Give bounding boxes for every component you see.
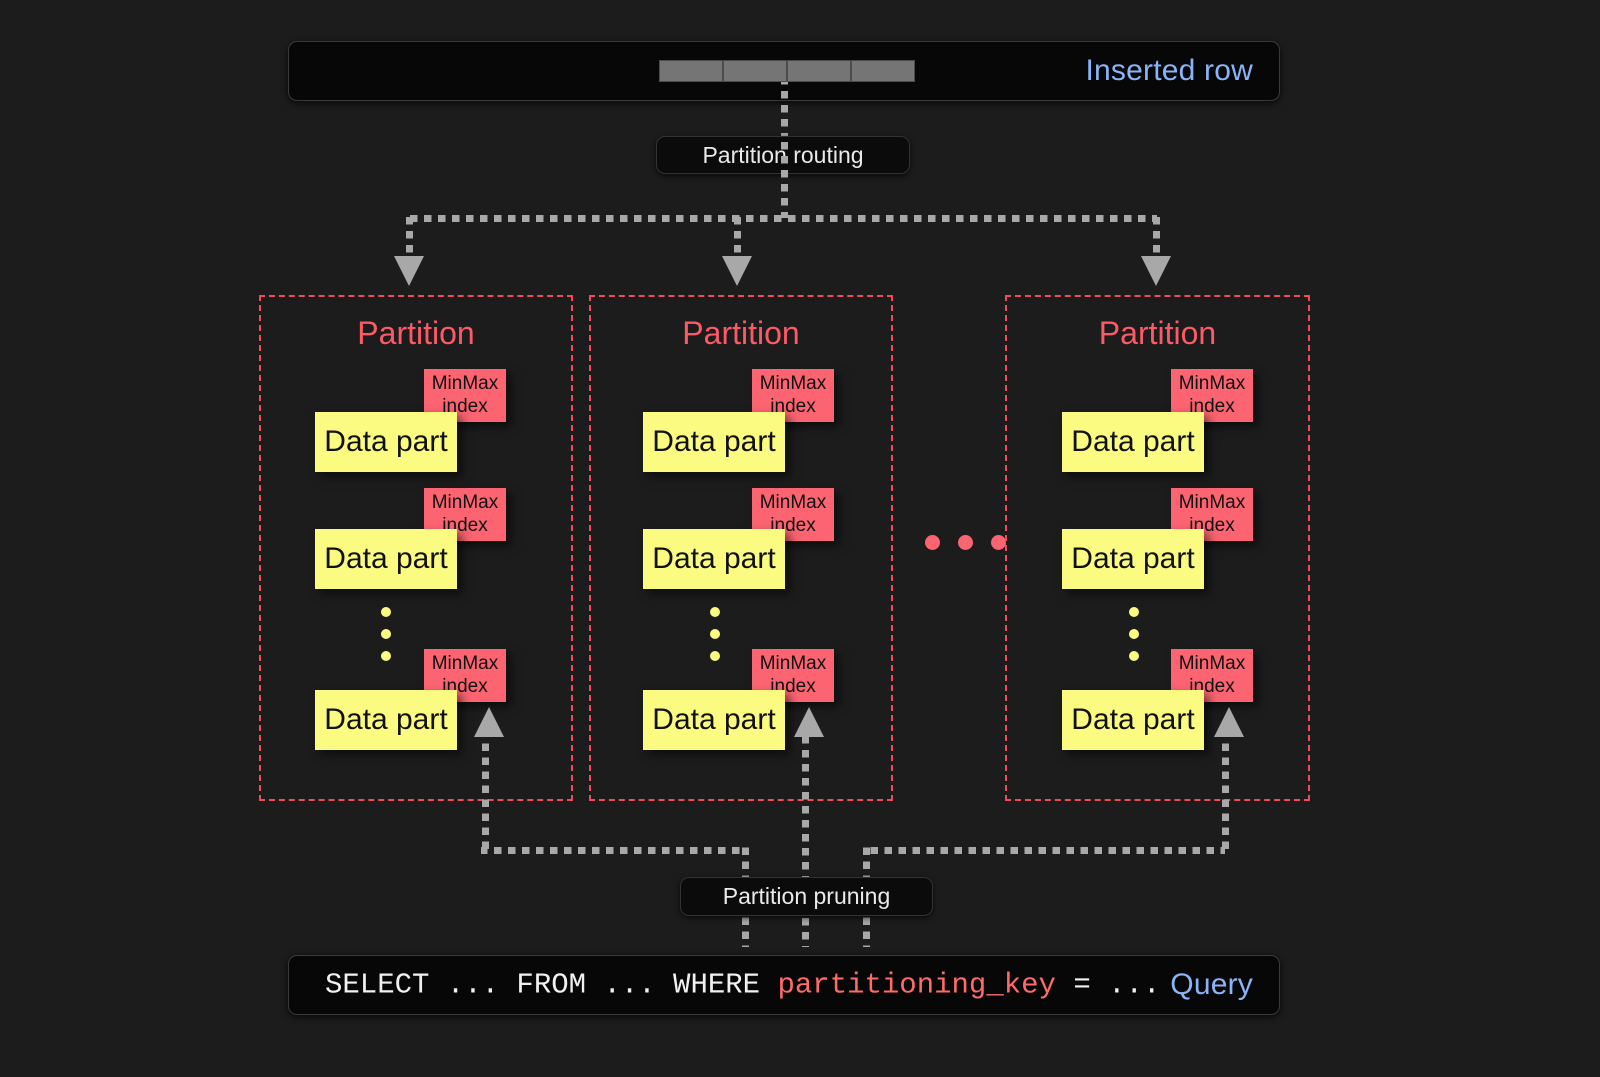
- data-part-label: Data part: [652, 703, 776, 736]
- minmax-line-1: MinMax: [1178, 373, 1246, 395]
- partition-pruning-box: Partition pruning: [680, 877, 933, 916]
- data-part-label: Data part: [1071, 425, 1195, 458]
- minmax-index-p2-r2: MinMax index: [752, 488, 834, 541]
- vertical-ellipsis-p2: [710, 607, 720, 661]
- minmax-line-1: MinMax: [759, 653, 827, 675]
- connector-pruning-bus-right: [866, 846, 1225, 854]
- horizontal-ellipsis: [925, 535, 1006, 550]
- data-part-p2-r1: Data part: [643, 412, 785, 472]
- ellipsis-dot: [1129, 629, 1139, 639]
- minmax-line-1: MinMax: [431, 373, 499, 395]
- partition-1-title: Partition: [357, 315, 475, 351]
- data-part-p3-r1: Data part: [1062, 412, 1204, 472]
- minmax-index-p1-r1: MinMax index: [424, 369, 506, 422]
- vertical-ellipsis-p3: [1129, 607, 1139, 661]
- minmax-line-1: MinMax: [431, 653, 499, 675]
- ellipsis-dot: [381, 651, 391, 661]
- data-part-label: Data part: [1071, 542, 1195, 575]
- data-part-label: Data part: [324, 542, 448, 575]
- inserted-row-label: Inserted row: [1085, 54, 1253, 87]
- partition-2-title: Partition: [682, 315, 800, 351]
- data-part-p3-r3: Data part: [1062, 690, 1204, 750]
- connector-bus-to-partition-1: [405, 214, 413, 262]
- partition-3: Partition: [1005, 295, 1310, 801]
- connector-insert-to-routing: [780, 82, 788, 142]
- data-part-p2-r2: Data part: [643, 529, 785, 589]
- query-text: SELECT ... FROM ... WHERE partitioning_k…: [325, 969, 1160, 1002]
- ellipsis-dot: [991, 535, 1006, 550]
- data-part-label: Data part: [652, 542, 776, 575]
- inserted-row-cells: [659, 60, 915, 82]
- data-part-label: Data part: [652, 425, 776, 458]
- data-part-label: Data part: [324, 425, 448, 458]
- ellipsis-dot: [710, 629, 720, 639]
- ellipsis-dot: [958, 535, 973, 550]
- data-part-p1-r1: Data part: [315, 412, 457, 472]
- arrow-down-partition-2: [722, 256, 752, 286]
- arrow-down-partition-3: [1141, 256, 1171, 286]
- row-cell: [659, 60, 723, 82]
- partition-pruning-label: Partition pruning: [722, 883, 891, 909]
- arrow-down-partition-1: [394, 256, 424, 286]
- data-part-p1-r2: Data part: [315, 529, 457, 589]
- data-part-p2-r3: Data part: [643, 690, 785, 750]
- minmax-line-2: index: [442, 395, 488, 417]
- minmax-line-2: index: [770, 395, 816, 417]
- query-bar: SELECT ... FROM ... WHERE partitioning_k…: [288, 955, 1280, 1015]
- minmax-line-1: MinMax: [431, 492, 499, 514]
- row-cell: [723, 60, 787, 82]
- vertical-ellipsis-p1: [381, 607, 391, 661]
- ellipsis-dot: [381, 629, 391, 639]
- data-part-label: Data part: [324, 703, 448, 736]
- minmax-line-1: MinMax: [1178, 492, 1246, 514]
- connector-bus-to-partition-2: [733, 214, 741, 262]
- ellipsis-dot: [710, 607, 720, 617]
- partition-2: Partition: [589, 295, 893, 801]
- data-part-p1-r3: Data part: [315, 690, 457, 750]
- minmax-line-2: index: [1189, 395, 1235, 417]
- arrow-up-partition-2: [794, 707, 824, 737]
- query-prefix: SELECT ... FROM ... WHERE: [325, 968, 778, 1002]
- data-part-p3-r2: Data part: [1062, 529, 1204, 589]
- connector-pruning-leg-2: [801, 735, 809, 947]
- partition-3-title: Partition: [1098, 315, 1217, 351]
- arrow-up-partition-1: [474, 707, 504, 737]
- connector-pruning-leg-1: [481, 735, 489, 850]
- ellipsis-dot: [710, 651, 720, 661]
- connector-bus-to-partition-3: [1152, 214, 1160, 262]
- minmax-line-1: MinMax: [1178, 653, 1246, 675]
- minmax-index-p2-r1: MinMax index: [752, 369, 834, 422]
- connector-routing-to-bus: [780, 136, 788, 218]
- row-cell: [851, 60, 915, 82]
- query-column: partitioning_key: [777, 968, 1056, 1002]
- minmax-index-p2-r3: MinMax index: [752, 649, 834, 702]
- ellipsis-dot: [381, 607, 391, 617]
- minmax-line-1: MinMax: [759, 373, 827, 395]
- arrow-up-partition-3: [1214, 707, 1244, 737]
- connector-pruning-leg-3: [1221, 735, 1229, 850]
- query-suffix: = ...: [1055, 968, 1161, 1002]
- data-part-label: Data part: [1071, 703, 1195, 736]
- ellipsis-dot: [1129, 651, 1139, 661]
- ellipsis-dot: [925, 535, 940, 550]
- ellipsis-dot: [1129, 607, 1139, 617]
- query-label: Query: [1170, 968, 1253, 1001]
- partition-1: Partition: [259, 295, 573, 801]
- row-cell: [787, 60, 851, 82]
- minmax-line-1: MinMax: [759, 492, 827, 514]
- connector-routing-bus: [405, 214, 1157, 222]
- connector-pruning-bus-left: [481, 846, 745, 854]
